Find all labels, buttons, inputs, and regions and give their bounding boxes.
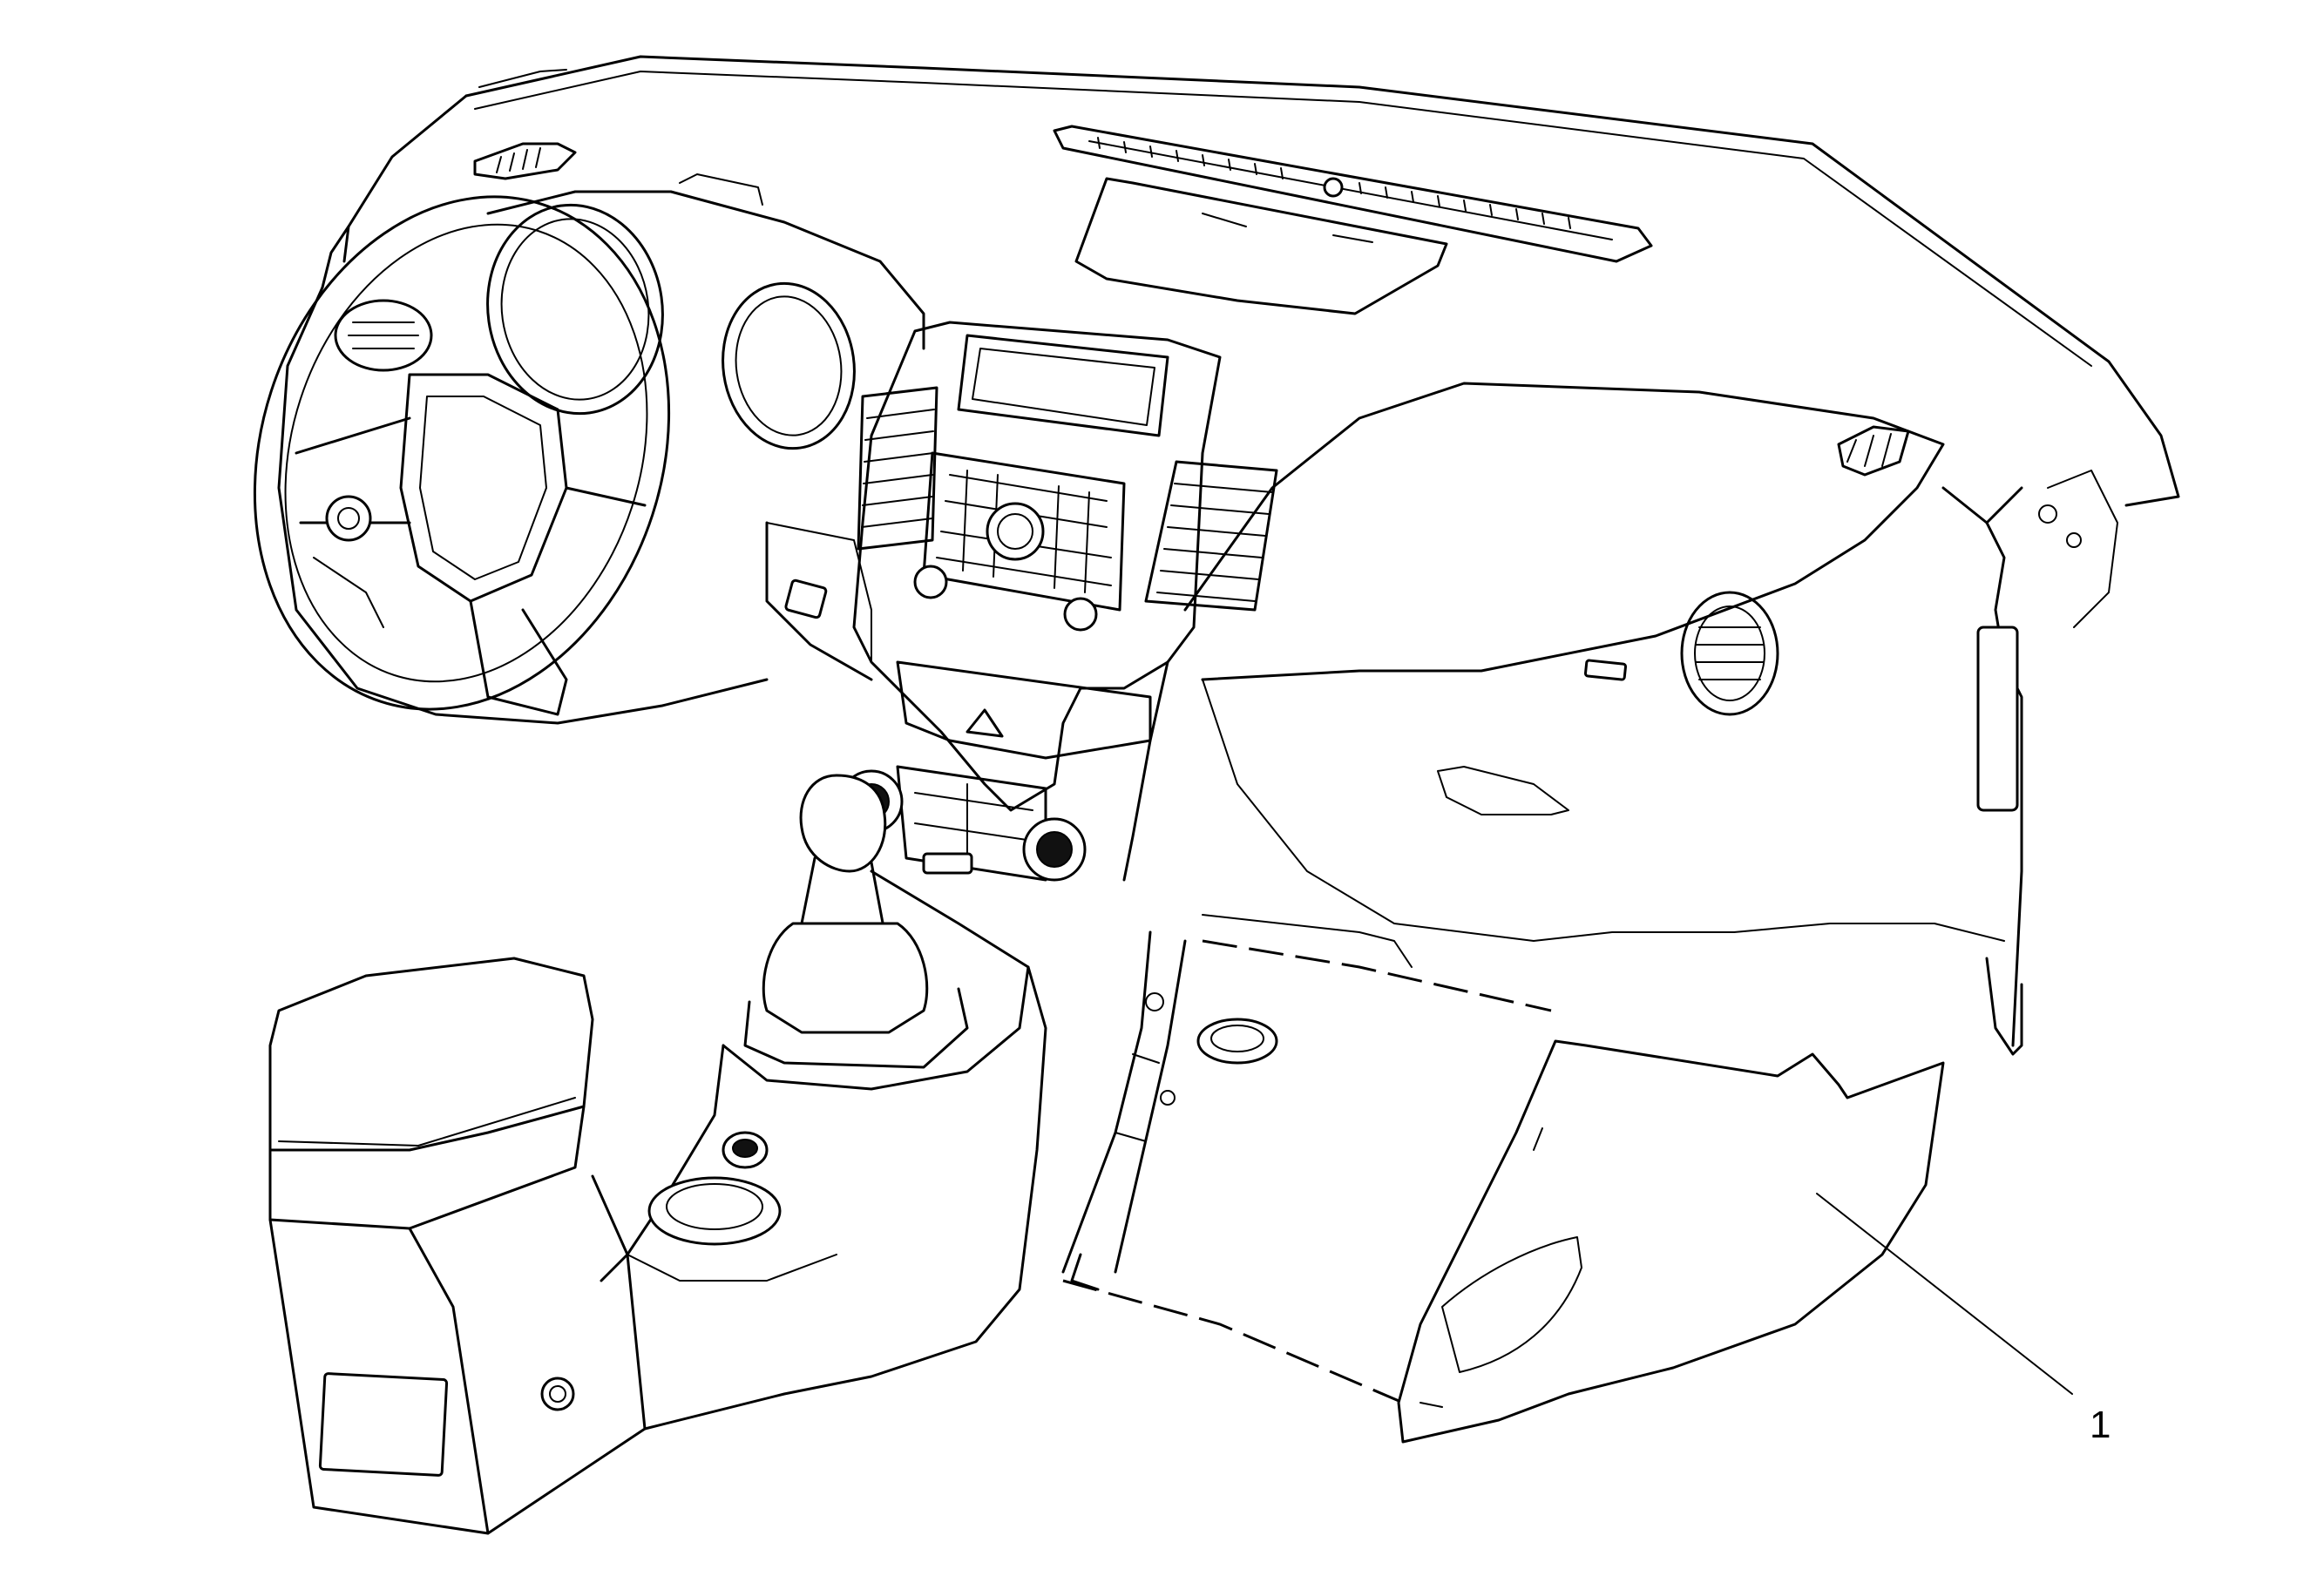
driver-vent xyxy=(334,299,433,372)
defroster-grille xyxy=(1053,125,1653,263)
callout-label: 1 xyxy=(2090,1404,2111,1446)
callout-leader-line xyxy=(1816,1193,2073,1395)
passenger-dash-panel xyxy=(1122,382,2005,942)
right-side-vent xyxy=(1837,425,1910,477)
center-vents xyxy=(857,386,1278,612)
lower-trim-panel xyxy=(1397,1039,1945,1444)
passenger-vent xyxy=(1680,591,1779,716)
shift-lever xyxy=(743,774,969,1069)
driver-lower-panel xyxy=(277,286,873,725)
right-end-bracket xyxy=(1941,470,2118,1056)
center-stack xyxy=(839,321,1222,882)
steering-wheel xyxy=(253,195,671,716)
upper-storage-bin xyxy=(1074,177,1448,315)
left-side-vent xyxy=(473,142,577,180)
center-console xyxy=(600,869,1047,1431)
instrument-panel-upper xyxy=(321,55,2180,507)
armrest xyxy=(268,957,647,1535)
callout-1: 1 xyxy=(1816,1193,2111,1446)
instrument-cluster xyxy=(486,173,925,450)
under-dash-structure xyxy=(1061,914,1552,1404)
